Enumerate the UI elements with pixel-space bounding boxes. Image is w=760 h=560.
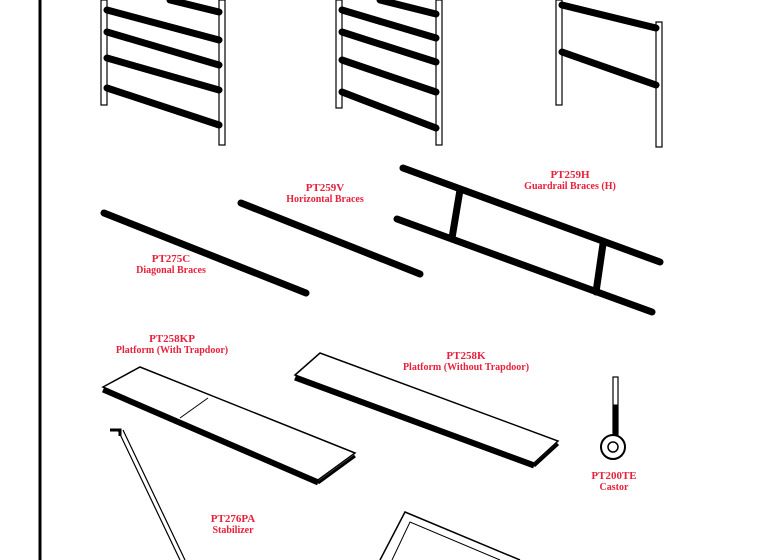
part-label-diagonal-braces: PT275C Diagonal Braces	[136, 253, 206, 277]
part-name: Diagonal Braces	[136, 265, 206, 276]
part-code: PT258K	[446, 350, 486, 362]
part-label-castor: PT200TE Castor	[591, 470, 637, 494]
horizontal-brace	[237, 199, 424, 278]
part-name: Platform (With Trapdoor)	[115, 345, 229, 356]
part-label-stabilizer: PT276PA Stabilizer	[210, 513, 256, 537]
part-code: PT259V	[305, 182, 345, 194]
stabilizer	[110, 428, 186, 560]
part-code: PT258KP	[149, 333, 195, 345]
ladder-frame-2	[335, 0, 443, 146]
part-code: PT276PA	[210, 513, 256, 525]
part-name: Stabilizer	[212, 525, 254, 536]
guardrail-frame	[555, 0, 663, 148]
base-frame	[379, 511, 521, 560]
part-label-guardrail-braces: PT259H Guardrail Braces (H)	[524, 169, 616, 193]
part-code: PT259H	[550, 169, 590, 181]
guardrail-brace-top	[399, 164, 664, 266]
part-name: Platform (Without Trapdoor)	[402, 362, 530, 373]
part-name: Horizontal Braces	[286, 194, 364, 205]
guardrail-brace-bottom	[393, 215, 656, 316]
part-name: Castor	[599, 482, 629, 493]
diagonal-brace	[100, 209, 310, 297]
part-label-horizontal-braces: PT259V Horizontal Braces	[286, 182, 364, 206]
part-code: PT275C	[151, 253, 191, 265]
castor	[600, 376, 626, 460]
part-label-platform-trapdoor: PT258KP Platform (With Trapdoor)	[115, 333, 229, 357]
ladder-frame-1	[100, 0, 226, 146]
platform-with-trapdoor	[101, 366, 357, 486]
part-label-platform-no-trapdoor: PT258K Platform (Without Trapdoor)	[402, 350, 530, 374]
part-code: PT200TE	[591, 470, 637, 482]
platform-without-trapdoor	[293, 352, 560, 469]
part-name: Guardrail Braces (H)	[524, 181, 616, 192]
